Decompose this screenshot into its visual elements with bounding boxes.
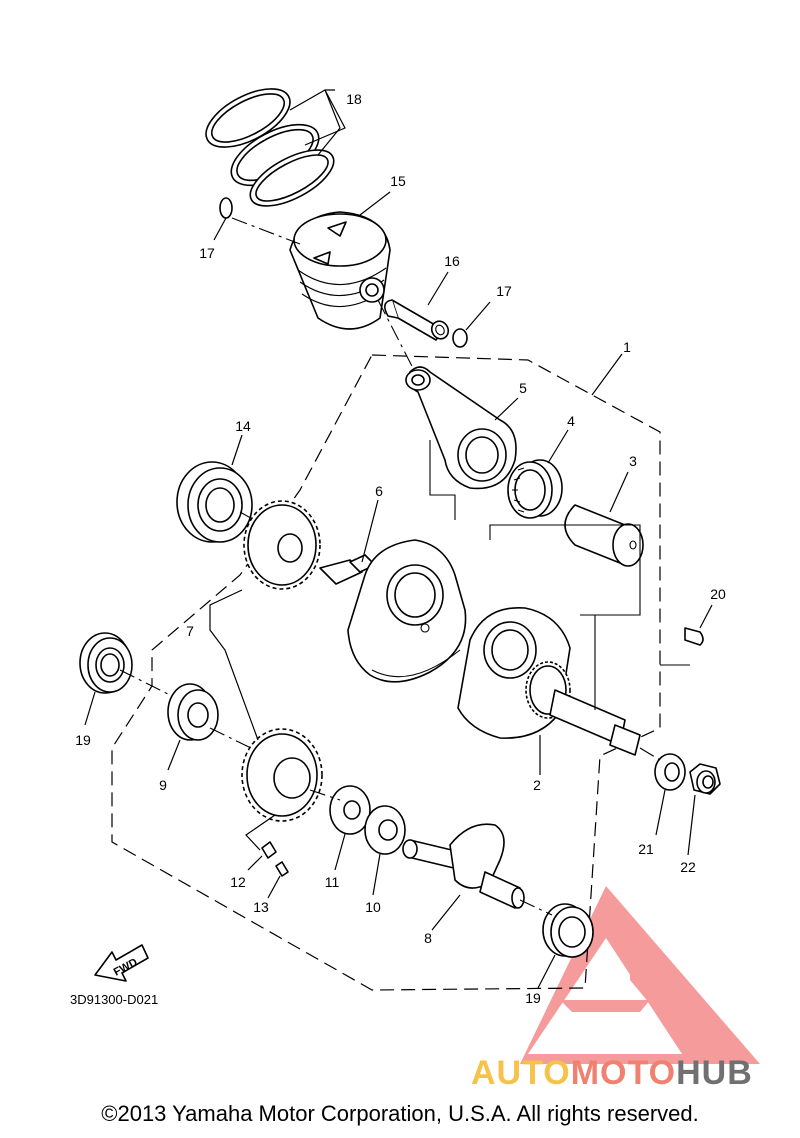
crankshaft-assembly-boundary bbox=[111, 354, 661, 991]
nut-22 bbox=[689, 763, 721, 795]
woodruff-key bbox=[684, 627, 704, 646]
part-label-22: 22 bbox=[680, 859, 696, 875]
collar bbox=[167, 683, 219, 741]
part-label-4: 4 bbox=[567, 413, 575, 429]
needle-bearing bbox=[507, 459, 563, 519]
part-label-11: 11 bbox=[325, 874, 340, 890]
crankshaft-left bbox=[319, 539, 467, 683]
crankshaft-right bbox=[457, 607, 641, 756]
part-label-13: 13 bbox=[253, 899, 269, 915]
part-label-7: 7 bbox=[186, 623, 194, 639]
part-label-6: 6 bbox=[375, 483, 383, 499]
part-label-1: 1 bbox=[623, 339, 631, 355]
connecting-rod bbox=[405, 366, 517, 490]
watermark-logo bbox=[520, 886, 760, 1064]
part-label-5: 5 bbox=[519, 380, 527, 396]
bearing-14 bbox=[176, 461, 253, 543]
washer-10 bbox=[364, 805, 406, 855]
part-label-19-right: 19 bbox=[525, 990, 541, 1006]
part-label-17-left: 17 bbox=[199, 245, 215, 261]
washer-11 bbox=[329, 785, 371, 835]
piston bbox=[289, 211, 391, 330]
part-label-17-right: 17 bbox=[496, 283, 512, 299]
part-label-9: 9 bbox=[159, 777, 167, 793]
washer-21 bbox=[654, 753, 686, 791]
part-label-15: 15 bbox=[390, 173, 406, 189]
watermark-moto: MOTO bbox=[570, 1054, 677, 1092]
balancer-shaft bbox=[402, 823, 525, 909]
fwd-arrow-icon: FWD bbox=[94, 944, 149, 982]
bearing-19-left bbox=[79, 632, 133, 694]
piston-rings bbox=[205, 88, 335, 207]
primary-drive-gear-lower bbox=[241, 728, 323, 822]
watermark-auto: AUTO bbox=[471, 1054, 571, 1092]
spring-and-pin bbox=[261, 841, 289, 877]
part-label-2: 2 bbox=[533, 777, 541, 793]
bearing-19-right bbox=[542, 903, 594, 958]
copyright-notice: ©2013 Yamaha Motor Corporation, U.S.A. A… bbox=[101, 1101, 699, 1126]
part-label-20: 20 bbox=[710, 586, 726, 602]
part-label-3: 3 bbox=[629, 453, 637, 469]
part-label-12: 12 bbox=[230, 874, 246, 890]
piston-pin bbox=[384, 299, 450, 341]
part-label-10: 10 bbox=[365, 899, 381, 915]
part-label-8: 8 bbox=[424, 930, 432, 946]
watermark-wordmark: AUTOMOTOHUB bbox=[471, 1054, 753, 1093]
diagram-code: 3D91300-D021 bbox=[70, 992, 158, 1007]
piston-pin-clip-left bbox=[219, 197, 233, 219]
part-label-14: 14 bbox=[235, 418, 251, 434]
watermark-hub: HUB bbox=[676, 1054, 753, 1092]
crank-pin bbox=[564, 504, 644, 567]
piston-pin-clip-right bbox=[452, 328, 468, 348]
primary-drive-gear-upper bbox=[243, 500, 321, 590]
part-label-21: 21 bbox=[638, 841, 654, 857]
part-label-16: 16 bbox=[444, 253, 460, 269]
part-label-18: 18 bbox=[346, 91, 362, 107]
part-label-19-left: 19 bbox=[75, 732, 91, 748]
